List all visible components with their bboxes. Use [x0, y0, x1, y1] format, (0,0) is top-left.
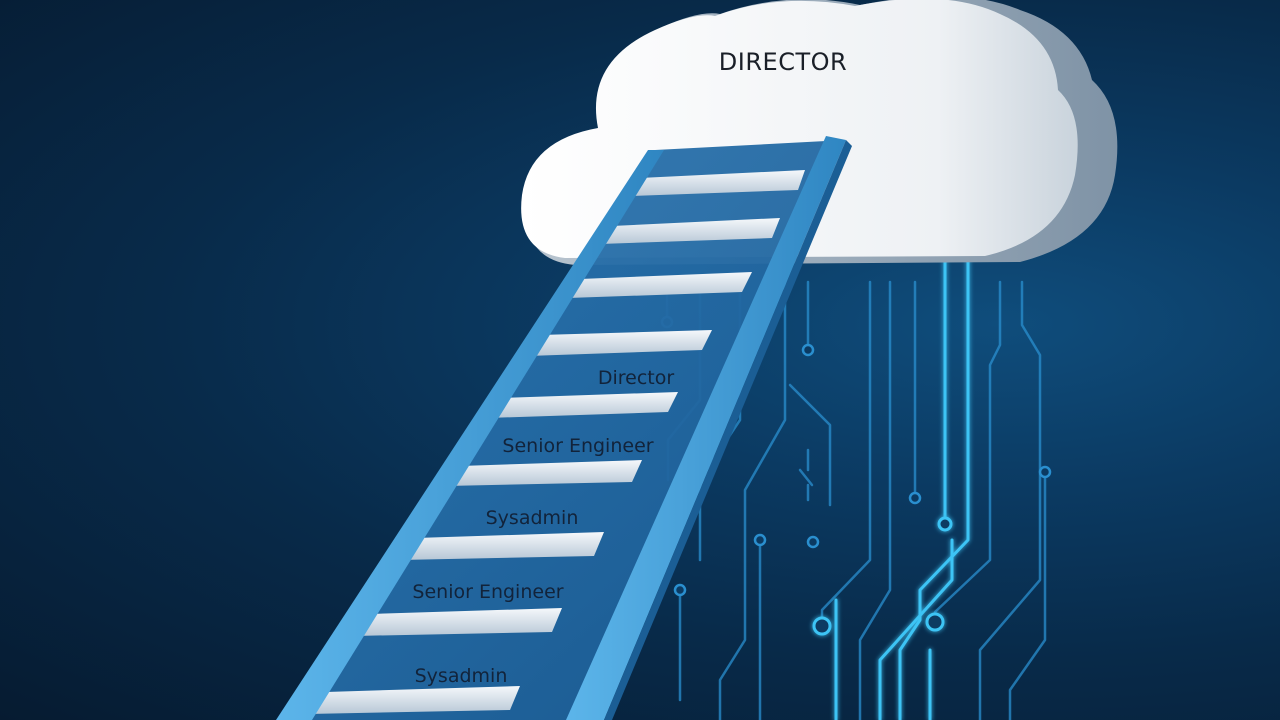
ladder-rungs	[308, 170, 805, 714]
ladder-left-rail	[276, 150, 664, 720]
rung-label-director: Director	[598, 367, 675, 389]
cloud-title: DIRECTOR	[719, 48, 847, 76]
rung-label-senior-engineer-upper: Senior Engineer	[502, 435, 653, 457]
rung-label-sysadmin-upper: Sysadmin	[486, 507, 579, 529]
ladder-right-rail	[566, 136, 846, 720]
ladder-labels: Director Senior Engineer Sysadmin Senior…	[412, 367, 674, 687]
rung-label-sysadmin-lower: Sysadmin	[415, 665, 508, 687]
career-ladder: Director Senior Engineer Sysadmin Senior…	[276, 136, 852, 720]
rung-label-senior-engineer-lower: Senior Engineer	[412, 581, 563, 603]
